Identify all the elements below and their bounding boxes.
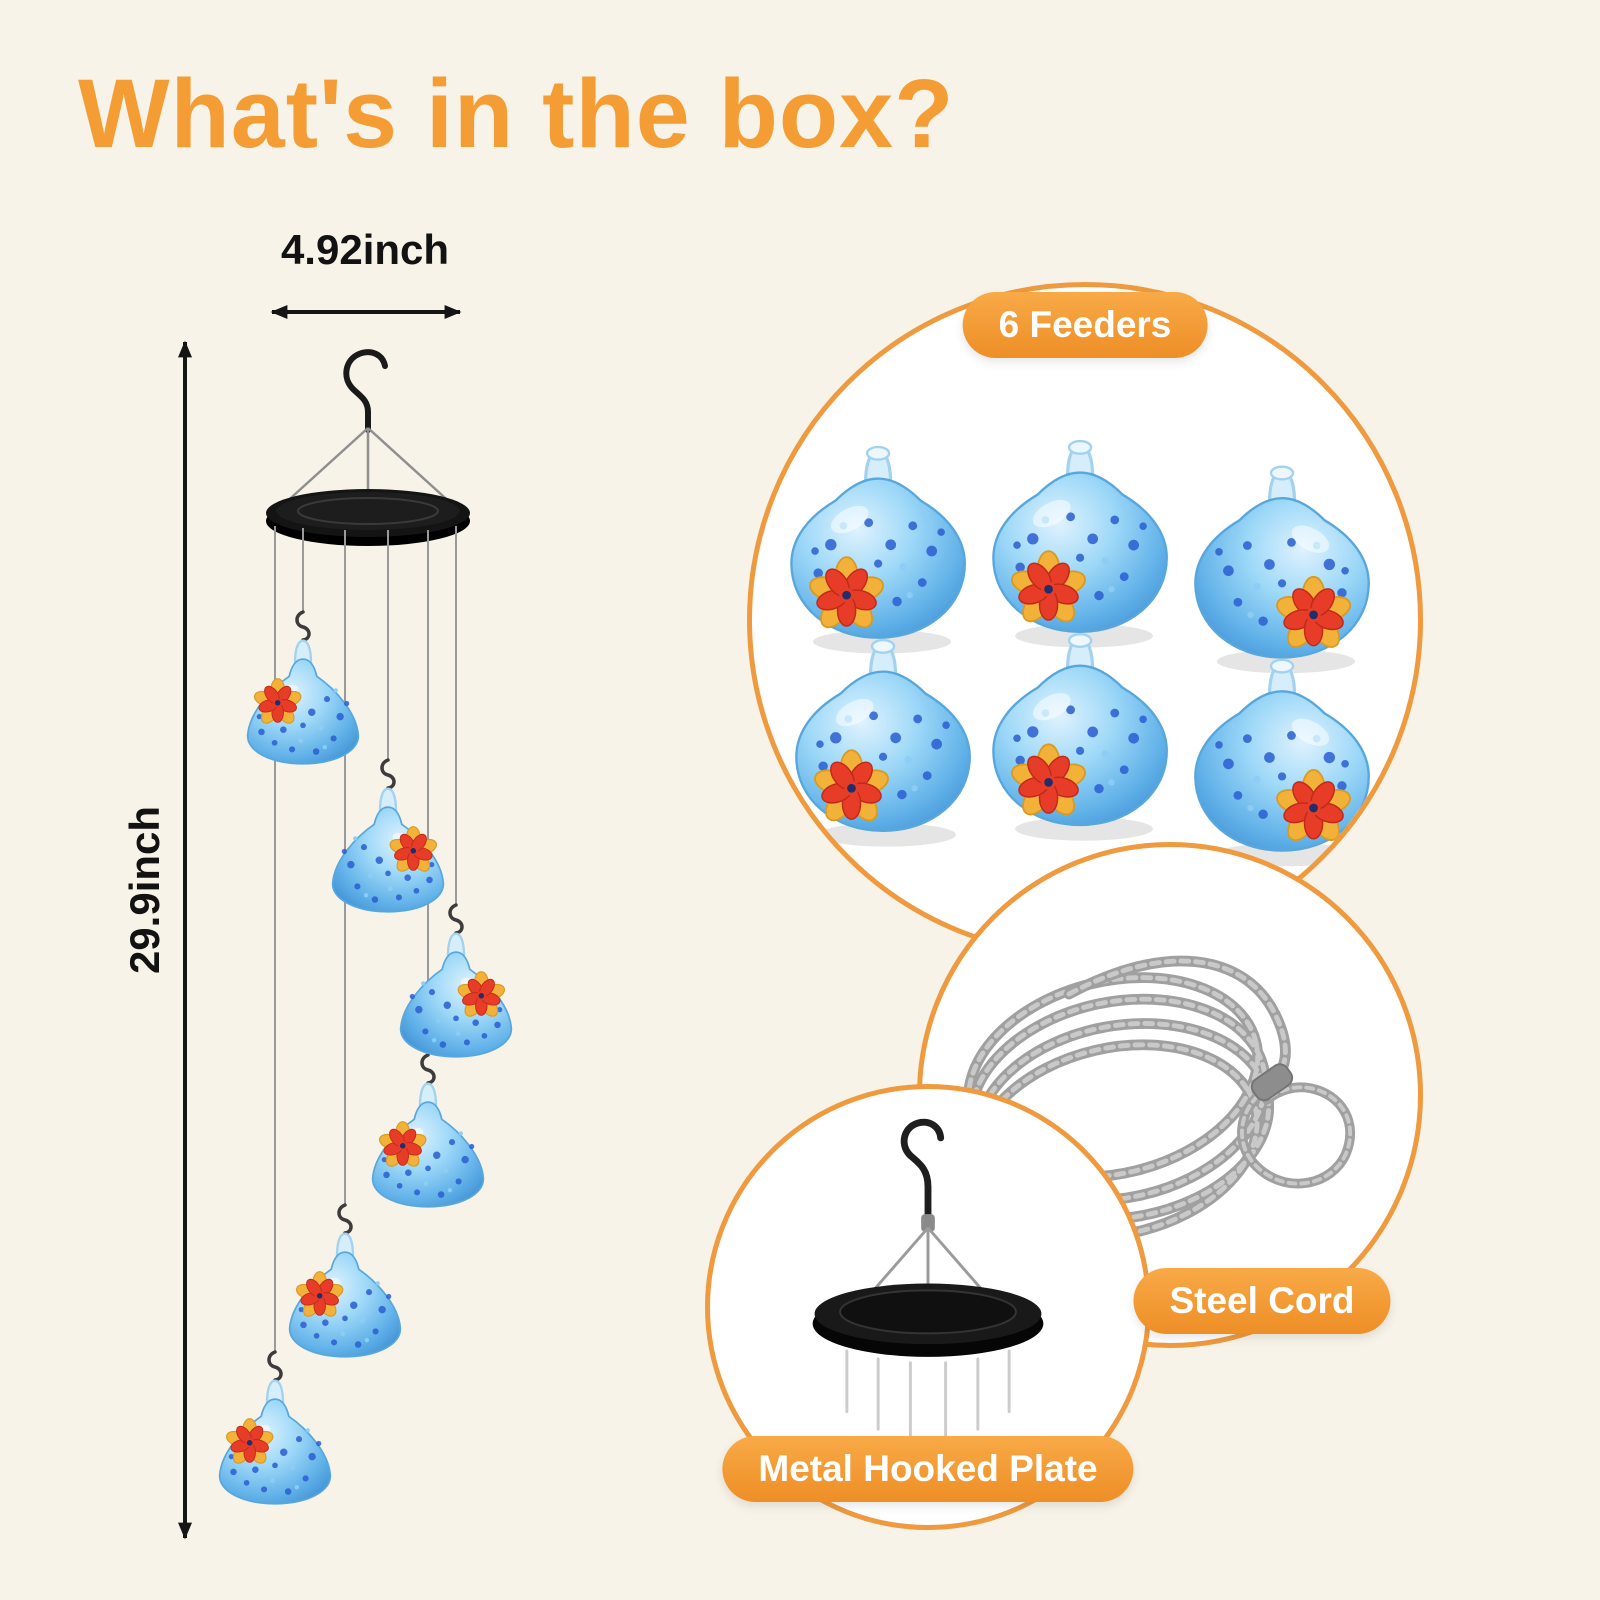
feeders-group-image xyxy=(752,287,1418,867)
feeder-icon xyxy=(373,1084,484,1207)
hanging-feeders xyxy=(220,641,512,1504)
hanging-strings xyxy=(274,526,457,1352)
metal-plate xyxy=(812,1283,1044,1357)
feeder-icon xyxy=(1195,467,1368,659)
feeder-icon xyxy=(248,641,359,764)
hanging-hook-icon xyxy=(343,349,388,433)
feeder-icon xyxy=(220,1381,331,1504)
feeder-icon xyxy=(791,447,964,639)
plate-pins xyxy=(845,1349,1011,1443)
plate-hook-icon xyxy=(900,1118,945,1222)
feeder-icon xyxy=(1195,660,1368,852)
feeder-icon xyxy=(333,789,444,912)
suspension-wires xyxy=(281,427,455,507)
hooked-plate-badge: Metal Hooked Plate xyxy=(722,1436,1134,1502)
cord-crimp xyxy=(1250,1063,1294,1102)
page-title: What's in the box? xyxy=(78,59,955,168)
feeder-icon xyxy=(290,1234,401,1357)
feeder-icon xyxy=(993,441,1166,633)
feeders-badge: 6 Feeders xyxy=(962,292,1208,358)
hooked-plate-image xyxy=(812,1118,1044,1443)
feeder-icon xyxy=(401,934,512,1057)
feeder-icon xyxy=(993,634,1166,826)
feeder-icon xyxy=(796,640,969,832)
s-hook-icons xyxy=(267,610,464,1382)
top-plate xyxy=(266,489,470,546)
height-dimension-label: 29.9inch xyxy=(121,805,168,975)
steel-cord-badge: Steel Cord xyxy=(1133,1268,1391,1334)
feeders-callout-circle xyxy=(747,282,1423,958)
width-dimension-label: 4.92inch xyxy=(280,226,450,273)
